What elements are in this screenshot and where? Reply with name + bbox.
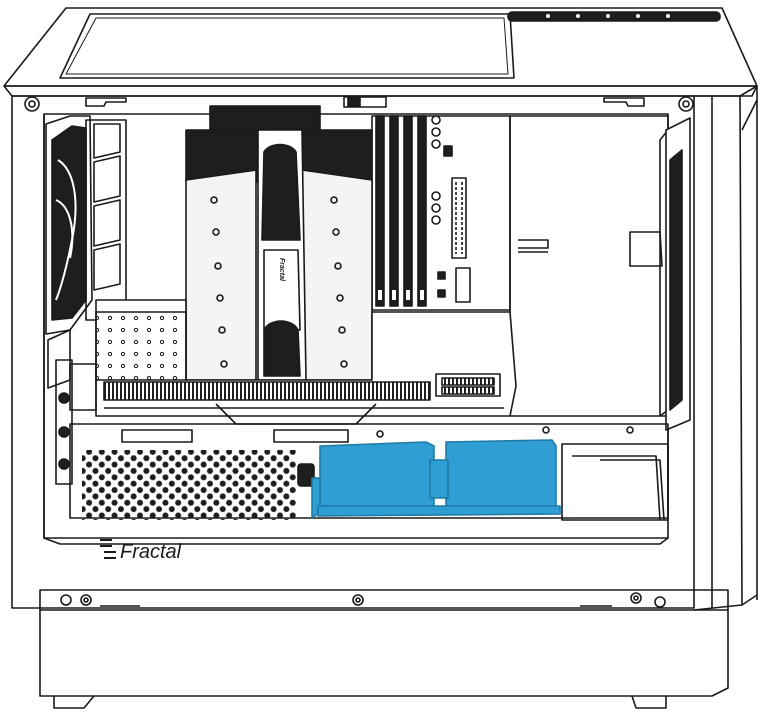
rear-fan (665, 117, 691, 431)
drive-trays (311, 439, 561, 519)
logo-icon (100, 539, 116, 559)
graphics-card (69, 299, 517, 425)
psu-shroud (69, 423, 669, 521)
brand-logo-text: Fractal (120, 541, 182, 563)
drive-tray[interactable] (319, 441, 435, 513)
drive-tray[interactable] (445, 439, 557, 511)
ram-slots (375, 115, 427, 307)
heatsink-tower (185, 169, 257, 381)
cpu-cooler: Fractal (185, 105, 373, 381)
fan-logo: Fractal (278, 258, 285, 282)
thumb-screw-icon (24, 96, 694, 112)
cooler-fan: Fractal (257, 129, 307, 381)
brand-logo: Fractal (100, 539, 182, 563)
heatsink-tower (301, 169, 373, 381)
case-frame (11, 85, 758, 611)
top-io-buttons (507, 11, 721, 22)
motherboard (371, 115, 669, 417)
front-fans (45, 115, 127, 485)
thumb-screw-icon (297, 463, 315, 487)
bottom-panel (39, 589, 729, 709)
